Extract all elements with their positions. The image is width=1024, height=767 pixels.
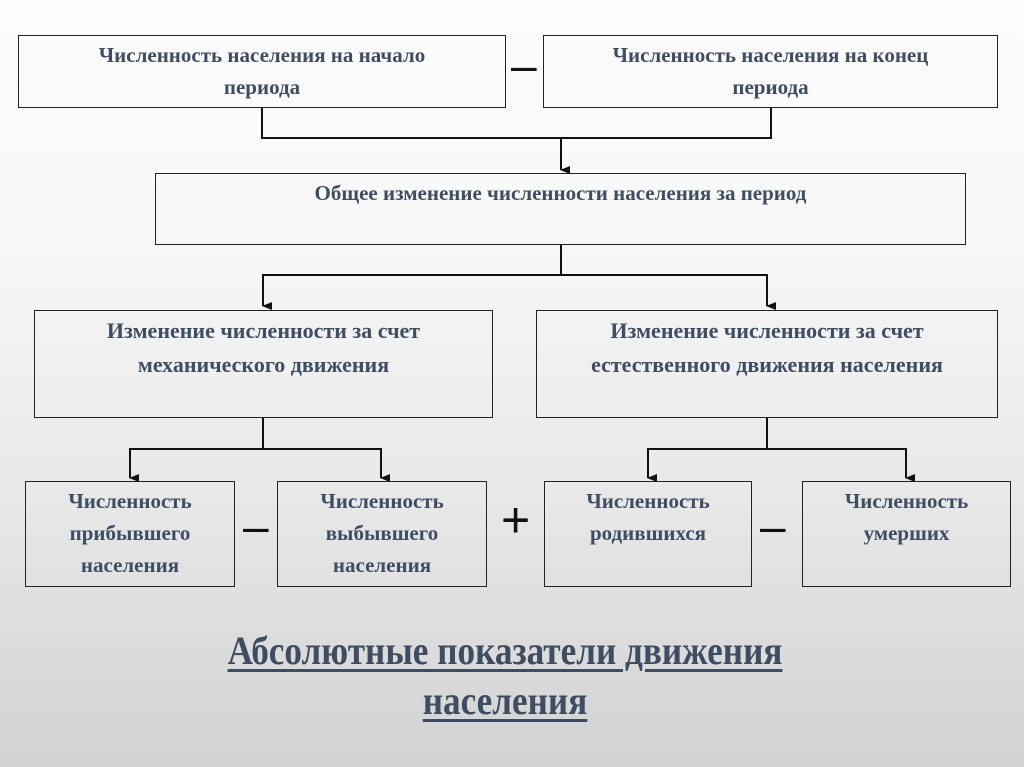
connector-top xyxy=(261,107,772,139)
box-text: Общее изменение численности населения за… xyxy=(314,181,807,205)
box-text: периода xyxy=(223,75,301,99)
box-text: Численность xyxy=(68,489,192,513)
connector-natural-split xyxy=(647,417,768,482)
box-died: Численность умерших xyxy=(802,481,1011,587)
box-mechanical-change: Изменение численности за счет механическ… xyxy=(34,310,493,418)
minus-operator: – xyxy=(243,500,269,552)
arrow-to-natural xyxy=(561,274,776,310)
box-born: Численность родившихся xyxy=(544,481,752,587)
minus-operator: – xyxy=(511,39,537,91)
box-text: Численность населения на начало xyxy=(98,43,426,67)
box-text: Изменение численности за счет xyxy=(610,318,924,343)
box-text: родившихся xyxy=(589,521,707,545)
minus-operator: – xyxy=(760,500,786,552)
box-text: естественного движения населения xyxy=(591,352,943,377)
box-text: Численность населения на конец xyxy=(612,43,929,67)
slide-title-line1: Абсолютные показатели движения xyxy=(227,628,783,673)
box-text: периода xyxy=(732,75,809,99)
box-text: прибывшего xyxy=(69,521,191,545)
slide-title-line2: населения xyxy=(422,678,588,723)
box-population-start: Численность населения на начало периода xyxy=(18,35,506,108)
box-text: населения xyxy=(332,553,432,577)
arrow-to-died xyxy=(767,448,915,482)
box-text: умерших xyxy=(863,521,950,545)
arrow-to-departed xyxy=(263,448,390,482)
box-text: Изменение численности за счет xyxy=(106,318,421,343)
box-arrived: Численность прибывшего населения xyxy=(25,481,235,587)
box-text: Численность xyxy=(586,489,710,513)
connector-mech-split xyxy=(129,417,264,482)
connector-total-split xyxy=(262,244,562,310)
box-text: Численность xyxy=(844,489,969,513)
box-text: населения xyxy=(80,553,180,577)
box-population-end: Численность населения на конец периода xyxy=(543,35,998,108)
box-text: Численность xyxy=(320,489,444,513)
box-text: механического движения xyxy=(137,352,390,377)
box-departed: Численность выбывшего населения xyxy=(277,481,487,587)
box-text: выбывшего xyxy=(325,521,439,545)
box-natural-change: Изменение численности за счет естественн… xyxy=(536,310,998,418)
plus-operator: + xyxy=(501,492,531,548)
box-total-change: Общее изменение численности населения за… xyxy=(155,173,966,245)
